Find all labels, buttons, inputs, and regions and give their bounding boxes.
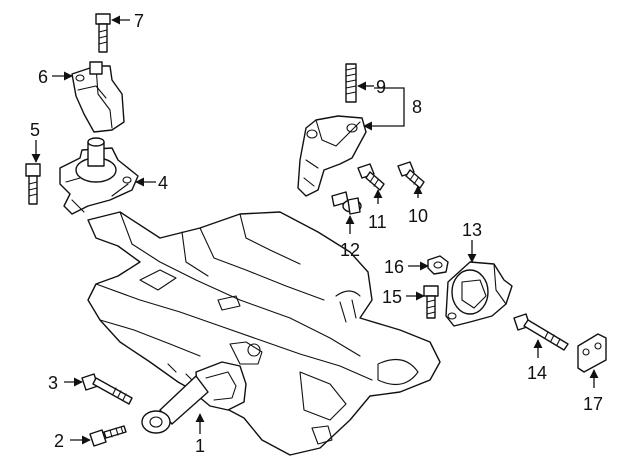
- callout-12: 12: [340, 240, 360, 260]
- callout-7: 7: [134, 11, 144, 31]
- engine-mount: [59, 137, 139, 215]
- transmission-mount: [445, 261, 513, 327]
- bolt-2: [89, 425, 127, 447]
- callout-16: 16: [384, 257, 404, 277]
- subframe: [87, 211, 441, 456]
- bolt-15: [423, 285, 439, 319]
- callout-4: 4: [158, 173, 168, 193]
- bolt-3: [81, 373, 133, 405]
- plate-17: [577, 333, 607, 373]
- callout-13: 13: [462, 220, 482, 240]
- callout-6: 6: [38, 67, 48, 87]
- nut-16: [427, 255, 449, 275]
- mount-bracket: [71, 61, 125, 133]
- callout-17: 17: [583, 394, 603, 414]
- callout-14: 14: [527, 363, 547, 383]
- callout-9: 9: [376, 77, 386, 97]
- bolt-10: [397, 161, 425, 189]
- stud-9: [345, 63, 357, 103]
- bolt-14: [513, 313, 569, 351]
- callout-5: 5: [30, 120, 40, 140]
- bolt-11: [357, 163, 385, 191]
- transmission-bracket: [297, 115, 367, 197]
- callout-11: 11: [368, 212, 387, 232]
- callout-2: 2: [54, 431, 64, 451]
- lower-torque-rod: [141, 361, 247, 434]
- bolt-12: [331, 191, 362, 215]
- bolt-5: [25, 163, 41, 205]
- callout-labels: 1 2 3 4 5 6 7 8 9 10 11 12 13 14 15 16 1…: [30, 11, 603, 456]
- callout-10: 10: [408, 206, 428, 226]
- bolt-7: [95, 13, 111, 53]
- callout-15: 15: [382, 287, 402, 307]
- leader-lines: [31, 15, 599, 445]
- callout-3: 3: [48, 373, 58, 393]
- callout-1: 1: [195, 436, 205, 456]
- callout-8: 8: [412, 97, 422, 117]
